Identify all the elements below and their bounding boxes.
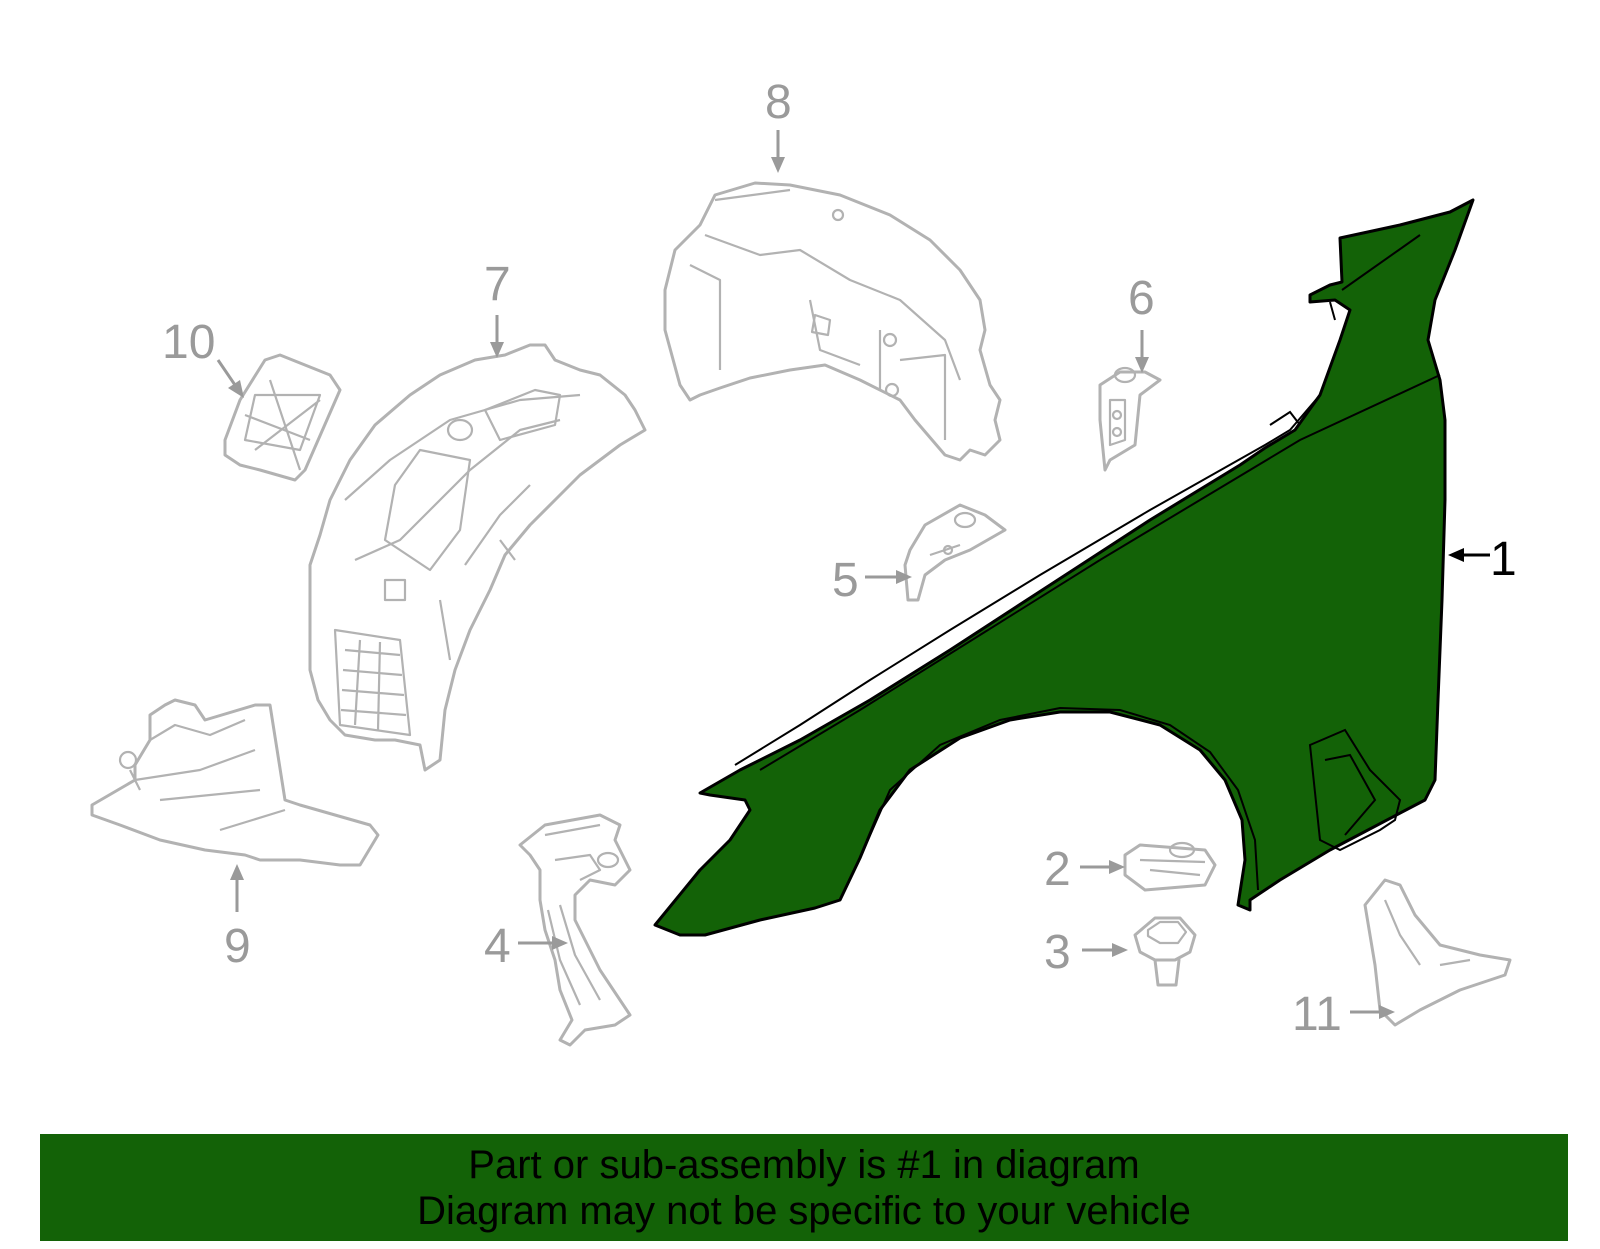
part-10-bracket — [223, 353, 342, 482]
callout-4: 4 — [484, 920, 511, 973]
callout-10: 10 — [162, 316, 215, 369]
part-9-lower-shield — [90, 698, 380, 867]
banner-line-1: Part or sub-assembly is #1 in diagram — [468, 1142, 1140, 1187]
callout-8: 8 — [765, 76, 792, 129]
banner-line-2: Diagram may not be specific to your vehi… — [417, 1188, 1191, 1233]
part-5-bracket — [903, 503, 1007, 602]
callout-9: 9 — [224, 920, 251, 973]
callout-arrows — [216, 130, 1490, 1019]
part-11-trim — [1363, 878, 1512, 1027]
callout-2: 2 — [1044, 843, 1071, 896]
callout-11: 11 — [1292, 988, 1342, 1041]
callout-5: 5 — [832, 554, 859, 607]
callout-6: 6 — [1128, 272, 1155, 325]
part-4-support-bracket — [518, 813, 632, 1047]
part-8-inner-liner-upper — [663, 181, 1002, 462]
part-1-fender — [653, 198, 1475, 937]
part-3-bolt — [1133, 916, 1197, 987]
part-2-clip-nut — [1123, 841, 1217, 892]
part-6-bracket — [1098, 366, 1162, 472]
callout-3: 3 — [1044, 926, 1071, 979]
part-7-inner-liner — [308, 343, 647, 772]
callout-7: 7 — [484, 258, 511, 311]
info-banner: Part or sub-assembly is #1 in diagram Di… — [40, 1134, 1568, 1241]
parts-diagram: 1 2 3 4 5 6 7 8 9 10 11 — [90, 76, 1517, 1047]
callout-1: 1 — [1490, 533, 1517, 586]
